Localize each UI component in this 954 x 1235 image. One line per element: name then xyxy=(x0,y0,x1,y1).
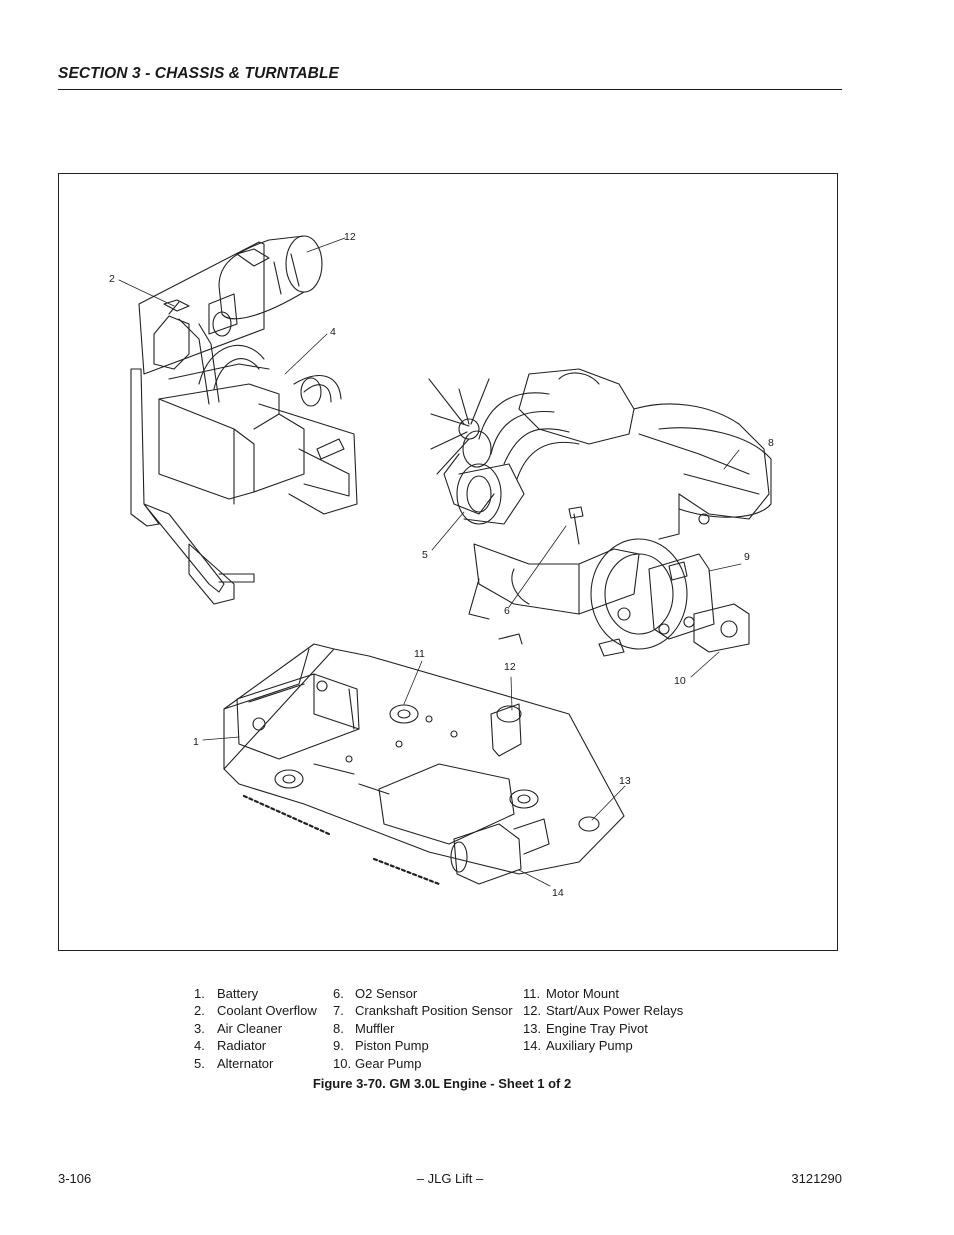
header-divider xyxy=(58,89,842,90)
callout-11: 11 xyxy=(414,648,425,660)
engine-illustration: 12 2 4 8 5 9 6 10 11 12 1 13 14 xyxy=(109,231,774,899)
legend-item: 3.Air Cleaner xyxy=(194,1020,283,1036)
engine-block xyxy=(428,368,772,657)
radiator-assembly xyxy=(130,235,358,605)
legend-item: 7.Crankshaft Position Sensor xyxy=(333,1003,513,1019)
legend-item: 5.Alternator xyxy=(194,1055,274,1071)
callout-8: 8 xyxy=(768,437,774,449)
callout-4: 4 xyxy=(330,326,336,338)
leader-lines xyxy=(118,237,742,887)
legend-item: 6.O2 Sensor xyxy=(333,986,418,1001)
engine-tray xyxy=(223,643,625,885)
legend-item: 13.Engine Tray Pivot xyxy=(523,1020,648,1036)
legend-item: 14.Auxiliary Pump xyxy=(523,1038,633,1054)
callout-10: 10 xyxy=(674,675,686,687)
figure-frame: 12 2 4 8 5 9 6 10 11 12 1 13 14 xyxy=(58,173,838,951)
footer-brand: – JLG Lift – xyxy=(416,1171,484,1186)
section-title: SECTION 3 - CHASSIS & TURNTABLE xyxy=(58,65,339,82)
legend-column-1: 1.Battery 2.Coolant Overflow 3.Air Clean… xyxy=(194,985,317,1072)
legend-item: 9.Piston Pump xyxy=(333,1038,429,1054)
legend-item: 10.Gear Pump xyxy=(333,1055,422,1071)
legend-item: 11.Motor Mount xyxy=(523,986,619,1001)
document-number: 3121290 xyxy=(791,1171,842,1186)
callout-3: 12 xyxy=(344,231,356,243)
legend-item: 4.Radiator xyxy=(194,1038,267,1054)
figure-caption: Figure 3-70. GM 3.0L Engine - Sheet 1 of… xyxy=(312,1076,572,1091)
callout-13: 13 xyxy=(619,775,631,787)
legend-item: 2.Coolant Overflow xyxy=(194,1003,317,1019)
callout-12: 12 xyxy=(504,661,516,673)
legend-column-3: 11.Motor Mount 12.Start/Aux Power Relays… xyxy=(523,985,683,1055)
callout-6: 6 xyxy=(504,605,510,617)
legend-column-2: 6.O2 Sensor 7.Crankshaft Position Sensor… xyxy=(333,985,513,1072)
callout-5: 5 xyxy=(422,549,428,561)
legend-item: 1.Battery xyxy=(194,986,259,1001)
legend-item: 8.Muffler xyxy=(333,1020,395,1036)
callout-2: 2 xyxy=(109,273,115,285)
page-number: 3-106 xyxy=(58,1171,92,1186)
legend-item: 12.Start/Aux Power Relays xyxy=(523,1003,684,1019)
callout-9: 9 xyxy=(744,551,750,563)
callout-1: 1 xyxy=(193,736,199,748)
callout-14: 14 xyxy=(552,887,564,899)
